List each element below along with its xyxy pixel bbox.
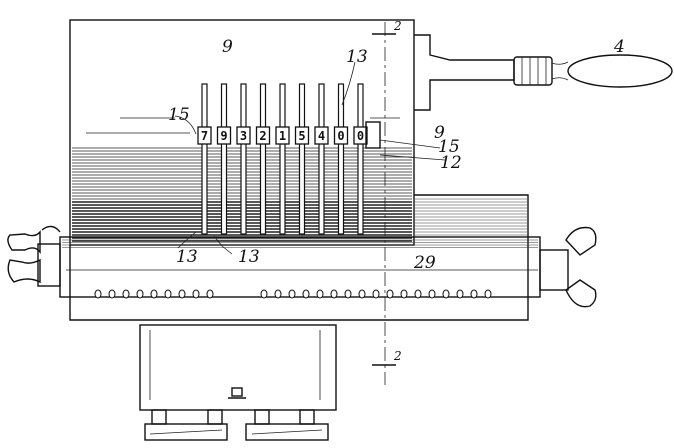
ref-label-4: 4 [613,37,625,57]
right-wing-knob [539,226,597,308]
dial-box [333,126,349,145]
dial-box [314,126,329,145]
leader-lines [174,61,356,255]
section-label-top: 2 [393,19,402,33]
roller-hole [414,289,422,299]
roller-hole [94,289,102,299]
dial-digit: 4 [318,129,325,143]
ref-label-9-right: 9 [434,123,445,143]
lever-rod [298,83,306,235]
ref-label-15-left: 15 [168,105,190,125]
section-label-bottom: 2 [393,349,402,363]
roller-hole [470,289,478,299]
roller-hole [484,289,492,299]
dial-digit: 5 [298,129,305,143]
roller-hole [178,289,186,299]
lever-rod [357,83,364,235]
roller-hole [302,289,310,299]
roller-hole [358,289,366,299]
roller-hole [400,289,408,299]
lever-rod [259,83,267,235]
lever-rod [279,83,286,235]
dial-digit: 0 [337,129,344,143]
roller-hole [136,289,144,299]
roller-hole [442,289,450,299]
ref-label-13-center: 13 [238,247,260,267]
dial-digit: 3 [240,129,247,143]
lever-rod [240,83,247,235]
ref-label-9-top: 9 [222,37,233,57]
handle-grip [567,54,673,88]
roller-hole [428,289,436,299]
dial-digit: 9 [220,129,227,143]
roller-hole [164,289,172,299]
ref-label-13-left: 13 [176,247,198,267]
roller-hole [122,289,130,299]
crank-handle [414,34,673,111]
base-box [139,324,337,441]
roller-hole [274,289,282,299]
ref-label-12: 12 [440,153,462,173]
dial-box [294,126,310,145]
lever-rod [201,83,208,235]
dial-box [197,126,212,145]
dial-box [353,126,368,145]
lever-rod [318,83,325,235]
right-indicator [365,117,446,161]
roller-hole [330,289,338,299]
roller-hole [192,289,200,299]
roller-hole [288,289,296,299]
dial-box [216,126,232,145]
dial-box [255,126,271,145]
roller-hole [206,289,214,299]
lever-rod [337,83,345,235]
roller-hole [316,289,324,299]
roller-hole [372,289,380,299]
roller-hole [260,289,268,299]
roller-hole [108,289,116,299]
roller-hole [456,289,464,299]
dial-digit: 7 [201,129,208,143]
lever-rod [220,83,228,235]
lower-housing [59,194,541,321]
roller-hole [386,289,394,299]
dial-box [275,126,290,145]
lever-rods [201,83,364,235]
dial-digit: 0 [357,129,364,143]
left-wing-knob [7,225,61,287]
roller-hole [344,289,352,299]
section-line [372,22,396,385]
dial-box [236,126,251,145]
ref-label-15-right: 15 [438,137,460,157]
dial-digit: 2 [259,129,266,143]
ref-label-29: 29 [413,253,436,273]
dial-digit: 1 [279,129,286,143]
roller-hole [150,289,158,299]
ref-label-13-top: 13 [346,47,368,67]
